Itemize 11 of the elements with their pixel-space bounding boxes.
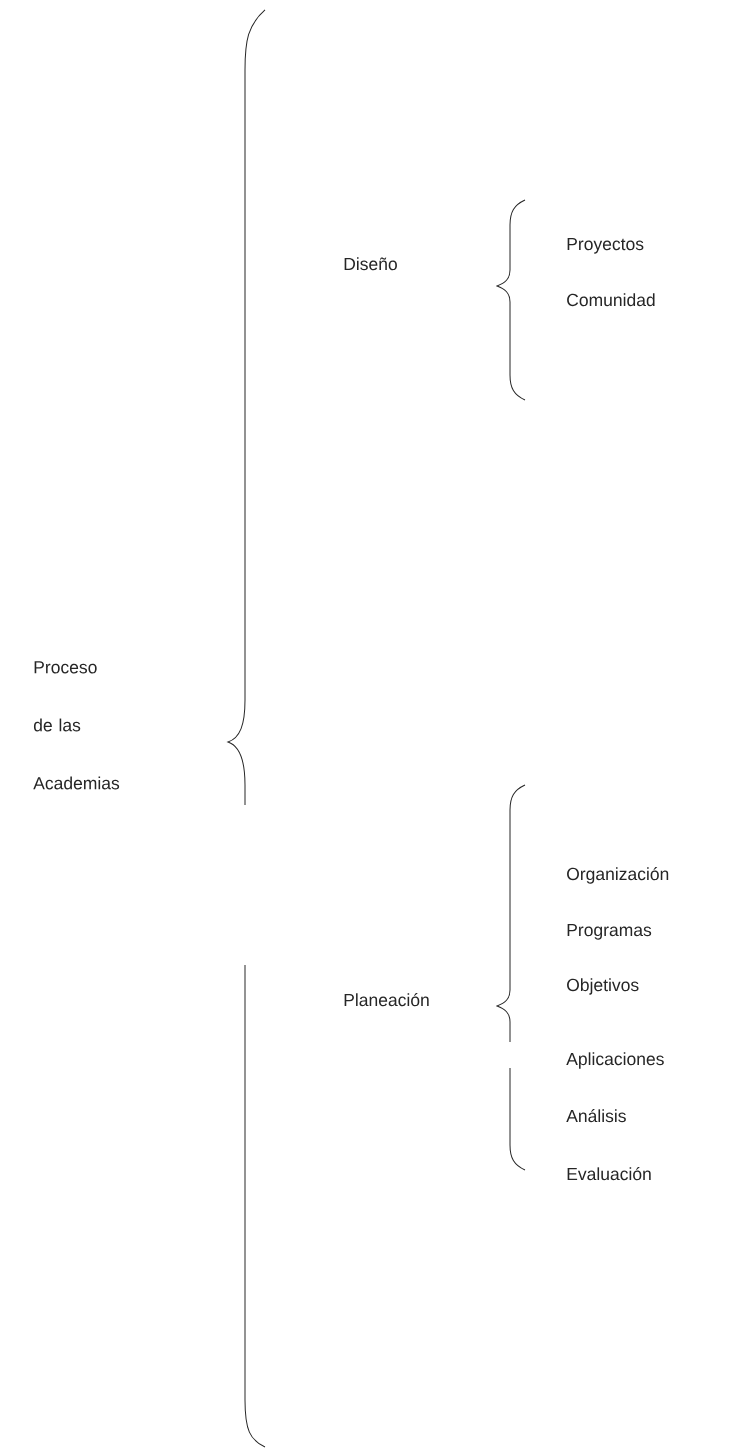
item-label: Análisis xyxy=(566,1109,626,1123)
item-label: Organización xyxy=(567,867,669,884)
item-label: Evaluación xyxy=(567,1167,651,1181)
item-label: Objetivos xyxy=(567,978,639,995)
branch-label: Diseño xyxy=(344,257,397,271)
item-label: Aplicaciones xyxy=(566,1052,664,1069)
item-label: Proyectos xyxy=(567,237,644,254)
item-label: Comunidad xyxy=(567,293,655,307)
item-label: Programas xyxy=(567,923,652,940)
root-label: Proceso de las Academias xyxy=(33,661,120,790)
branch-label: Planeación xyxy=(344,993,429,1007)
